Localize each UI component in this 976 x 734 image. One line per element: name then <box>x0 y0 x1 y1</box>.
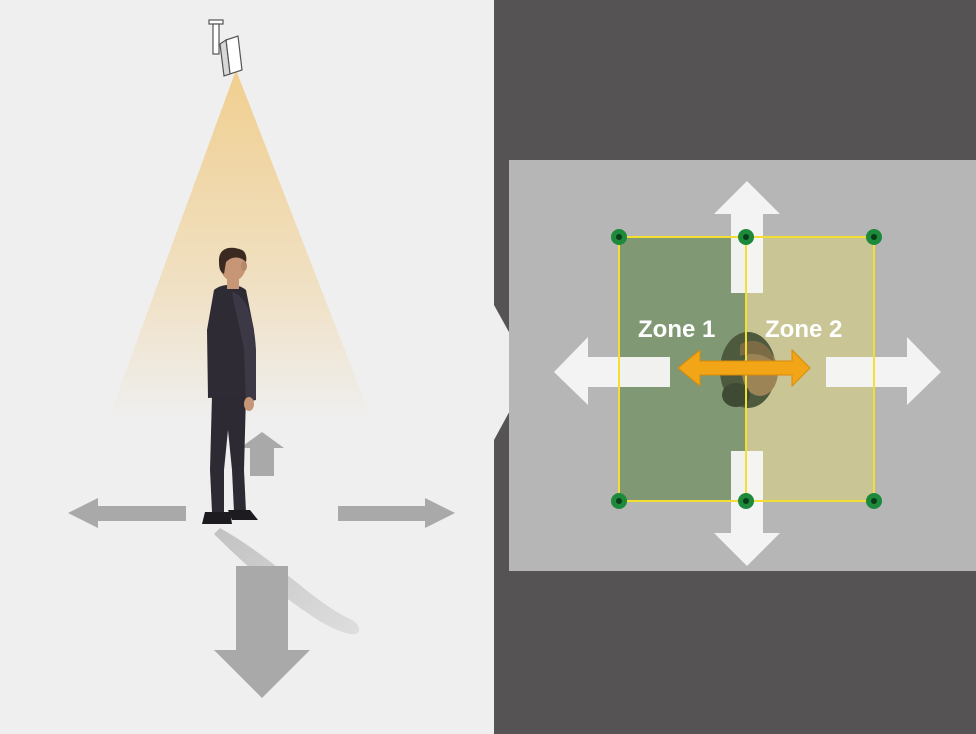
direction-arrow-icon-up <box>240 432 284 476</box>
direction-arrow-icon-down <box>214 566 310 698</box>
corner-marker-icon[interactable] <box>866 493 882 509</box>
corner-marker-icon[interactable] <box>738 493 754 509</box>
direction-arrow-icon-left <box>68 498 186 528</box>
corner-markers <box>611 229 882 509</box>
corner-marker-icon[interactable] <box>611 229 627 245</box>
camera-view-panel: Zone 1 Zone 2 <box>494 0 976 734</box>
direction-arrow-icon-left-right <box>554 337 670 405</box>
person-figure <box>202 247 258 524</box>
corner-marker-icon[interactable] <box>738 229 754 245</box>
direction-arrow-icon-right <box>338 498 455 528</box>
side-view-panel <box>0 0 494 734</box>
zone-2-label: Zone 2 <box>765 316 842 343</box>
direction-arrow-icon-right-right <box>826 337 941 405</box>
crossing-arrow-icon <box>677 348 811 388</box>
corner-marker-icon[interactable] <box>866 229 882 245</box>
ceiling-camera-icon <box>208 19 243 77</box>
camera-light-cone <box>108 70 372 420</box>
corner-marker-icon[interactable] <box>611 493 627 509</box>
zone-1-label: Zone 1 <box>638 316 715 343</box>
